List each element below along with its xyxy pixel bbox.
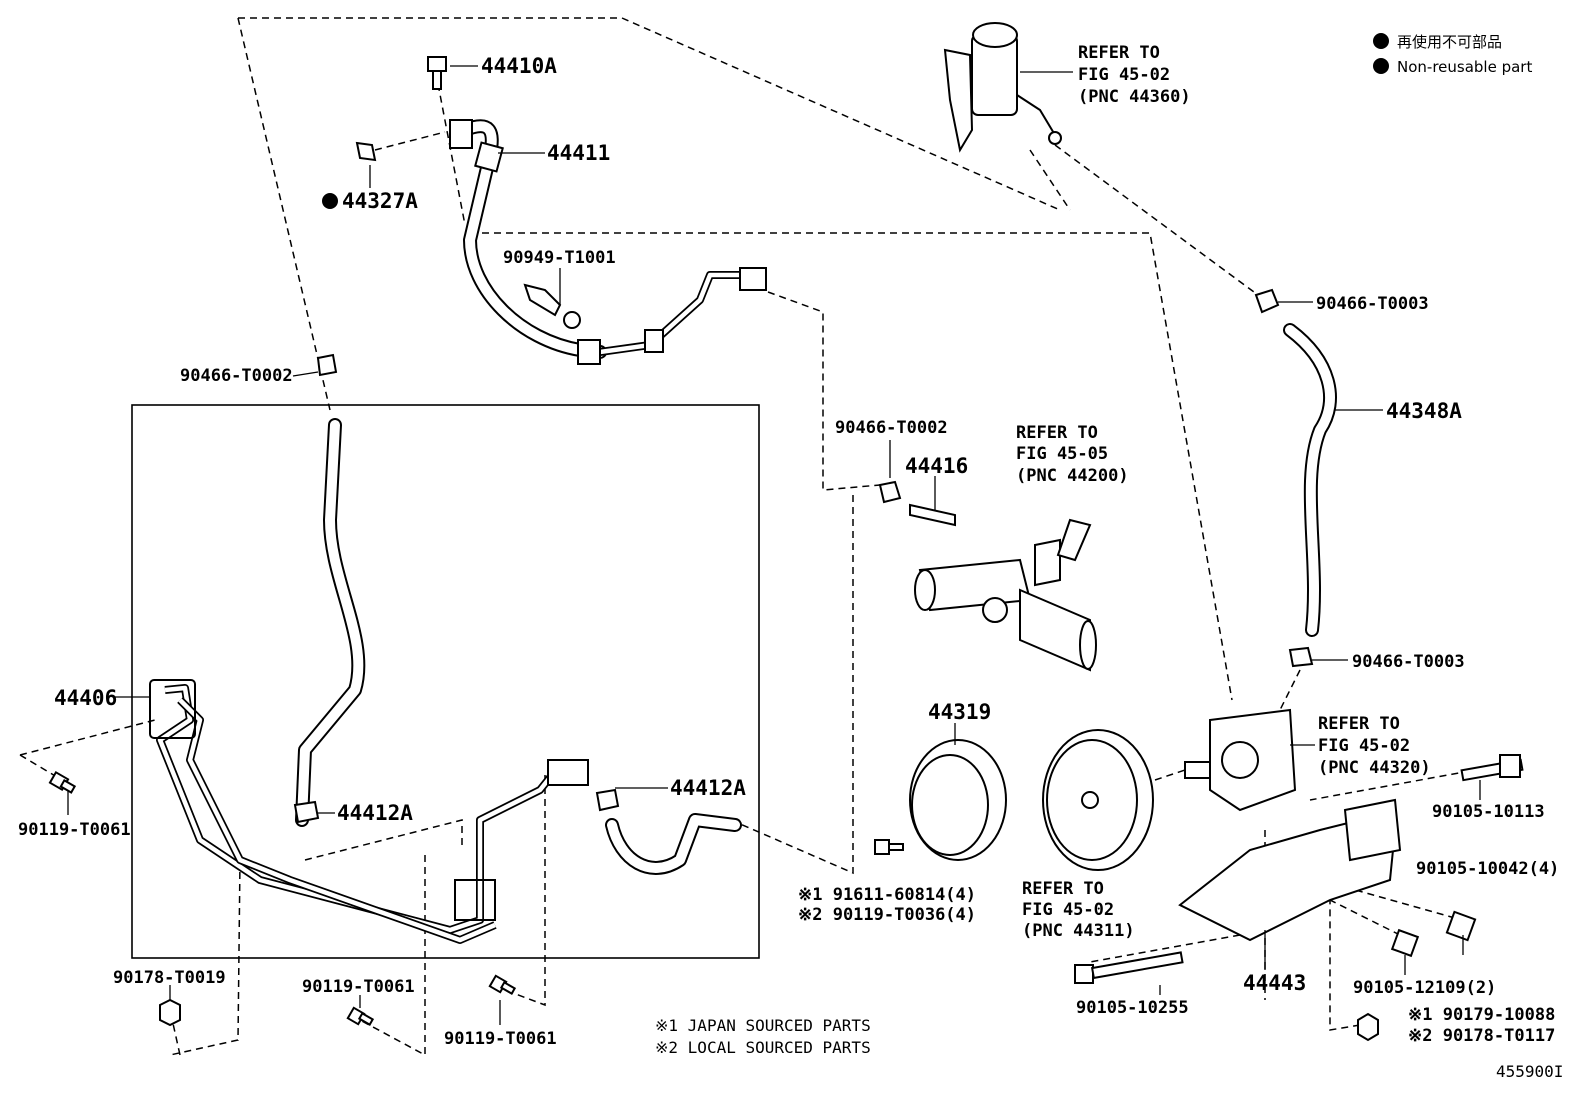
note-local: ※2 LOCAL SOURCED PARTS [655,1038,871,1057]
label-90949-T1001: 90949-T1001 [503,248,616,268]
label-90178-T0019: 90178-T0019 [113,968,226,988]
hose-clamp-icon [595,788,620,812]
label-44319: 44319 [928,700,991,724]
leader-lines [67,65,1481,1025]
non-reusable-dot-icon [1373,58,1389,74]
ref-pulley-line3: (PNC 44311) [1022,921,1135,941]
return-hose-44348A [1283,323,1337,637]
label-44412A-a: 44412A [337,801,413,825]
label-90119-T0061-b: 90119-T0061 [302,977,415,997]
ref-reservoir-line3: (PNC 44360) [1078,87,1191,107]
steering-gear-icon [914,518,1097,672]
inset-frame [131,404,760,959]
bracket-44443-icon [1178,798,1402,942]
label-90178-T0117: ※2 90178-T0117 [1408,1026,1555,1046]
ref-gear-line3: (PNC 44200) [1016,466,1129,486]
ref-pump-line3: (PNC 44320) [1318,758,1431,778]
label-90179-10088: ※1 90179-10088 [1408,1005,1555,1025]
clip-icon [355,141,377,162]
nut-icon [1357,1012,1379,1042]
return-hose-inset [295,418,742,875]
bolt-icon [346,1006,375,1026]
pressure-hose-44411 [449,119,767,365]
label-90466-T0003-b: 90466-T0003 [1352,652,1465,672]
non-reusable-dot-icon [1373,33,1389,49]
ref-pulley-line1: REFER TO [1022,879,1104,899]
bolt-icon [488,974,517,995]
label-90119-T0061-a: 90119-T0061 [18,820,131,840]
label-90119-T0061-c: 90119-T0061 [444,1029,557,1049]
hose-clamp-icon [1288,646,1314,668]
ref-reservoir-line1: REFER TO [1078,43,1160,63]
label-90105-10042: 90105-10042(4) [1416,859,1559,879]
long-bolt-icon [1074,951,1184,984]
legend-en: Non-reusable part [1397,58,1532,76]
label-90466-T0002-b: 90466-T0002 [835,418,948,438]
union-fitting-icon [909,503,956,527]
diagram-id: 455900I [1496,1062,1563,1081]
label-44411: 44411 [547,141,610,165]
nut-icon [159,998,181,1027]
label-44327A: 44327A [342,189,418,213]
label-90105-10255: 90105-10255 [1076,998,1189,1018]
label-44412A-b: 44412A [670,776,746,800]
pressure-tube-44406 [149,679,589,944]
bolt-icon [1460,754,1524,782]
label-90466-T0003-a: 90466-T0003 [1316,294,1429,314]
note-japan: ※1 JAPAN SOURCED PARTS [655,1016,871,1035]
bolt-icon [48,770,77,794]
label-90119-T0036: ※2 90119-T0036(4) [798,905,976,925]
label-44406: 44406 [54,686,117,710]
union-bolt-icon [427,56,447,90]
ref-reservoir: REFER TO FIG 45-02 (PNC 44360) [1078,43,1191,107]
label-91611-60814: ※1 91611-60814(4) [798,885,976,905]
hose-clamp-icon [1254,288,1280,314]
ref-gear: REFER TO FIG 45-05 (PNC 44200) [1016,423,1129,486]
label-44443: 44443 [1243,971,1306,995]
ref-pulley-line2: FIG 45-02 [1022,900,1114,920]
non-reusable-dot-icon [322,193,338,209]
pump-pulley-icon [1042,729,1154,871]
label-90466-T0002-a: 90466-T0002 [180,366,293,386]
hose-clamp-icon [316,353,338,377]
ref-pulley: REFER TO FIG 45-02 (PNC 44311) [1022,879,1135,941]
label-44416: 44416 [905,454,968,478]
hose-clamp-icon [878,480,902,504]
vane-pump-icon [1184,708,1297,812]
bolt-icon [1390,928,1420,958]
ref-pump: REFER TO FIG 45-02 (PNC 44320) [1318,714,1431,778]
label-90105-12109: 90105-12109(2) [1353,978,1496,998]
ref-pump-line1: REFER TO [1318,714,1400,734]
ref-gear-line2: FIG 45-05 [1016,444,1108,464]
label-90105-10113: 90105-10113 [1432,802,1545,822]
bolt-icon [874,839,904,855]
ref-pump-line2: FIG 45-02 [1318,736,1410,756]
ref-gear-line1: REFER TO [1016,423,1098,443]
hose-clamp-icon [293,800,320,824]
pulley-44319-icon [909,739,1007,861]
label-44348A: 44348A [1386,399,1462,423]
legend-jp: 再使用不可部品 [1397,33,1502,51]
label-44410A: 44410A [481,54,557,78]
reservoir-icon [943,22,1062,153]
bolt-icon [1445,910,1477,942]
ref-reservoir-line2: FIG 45-02 [1078,65,1170,85]
